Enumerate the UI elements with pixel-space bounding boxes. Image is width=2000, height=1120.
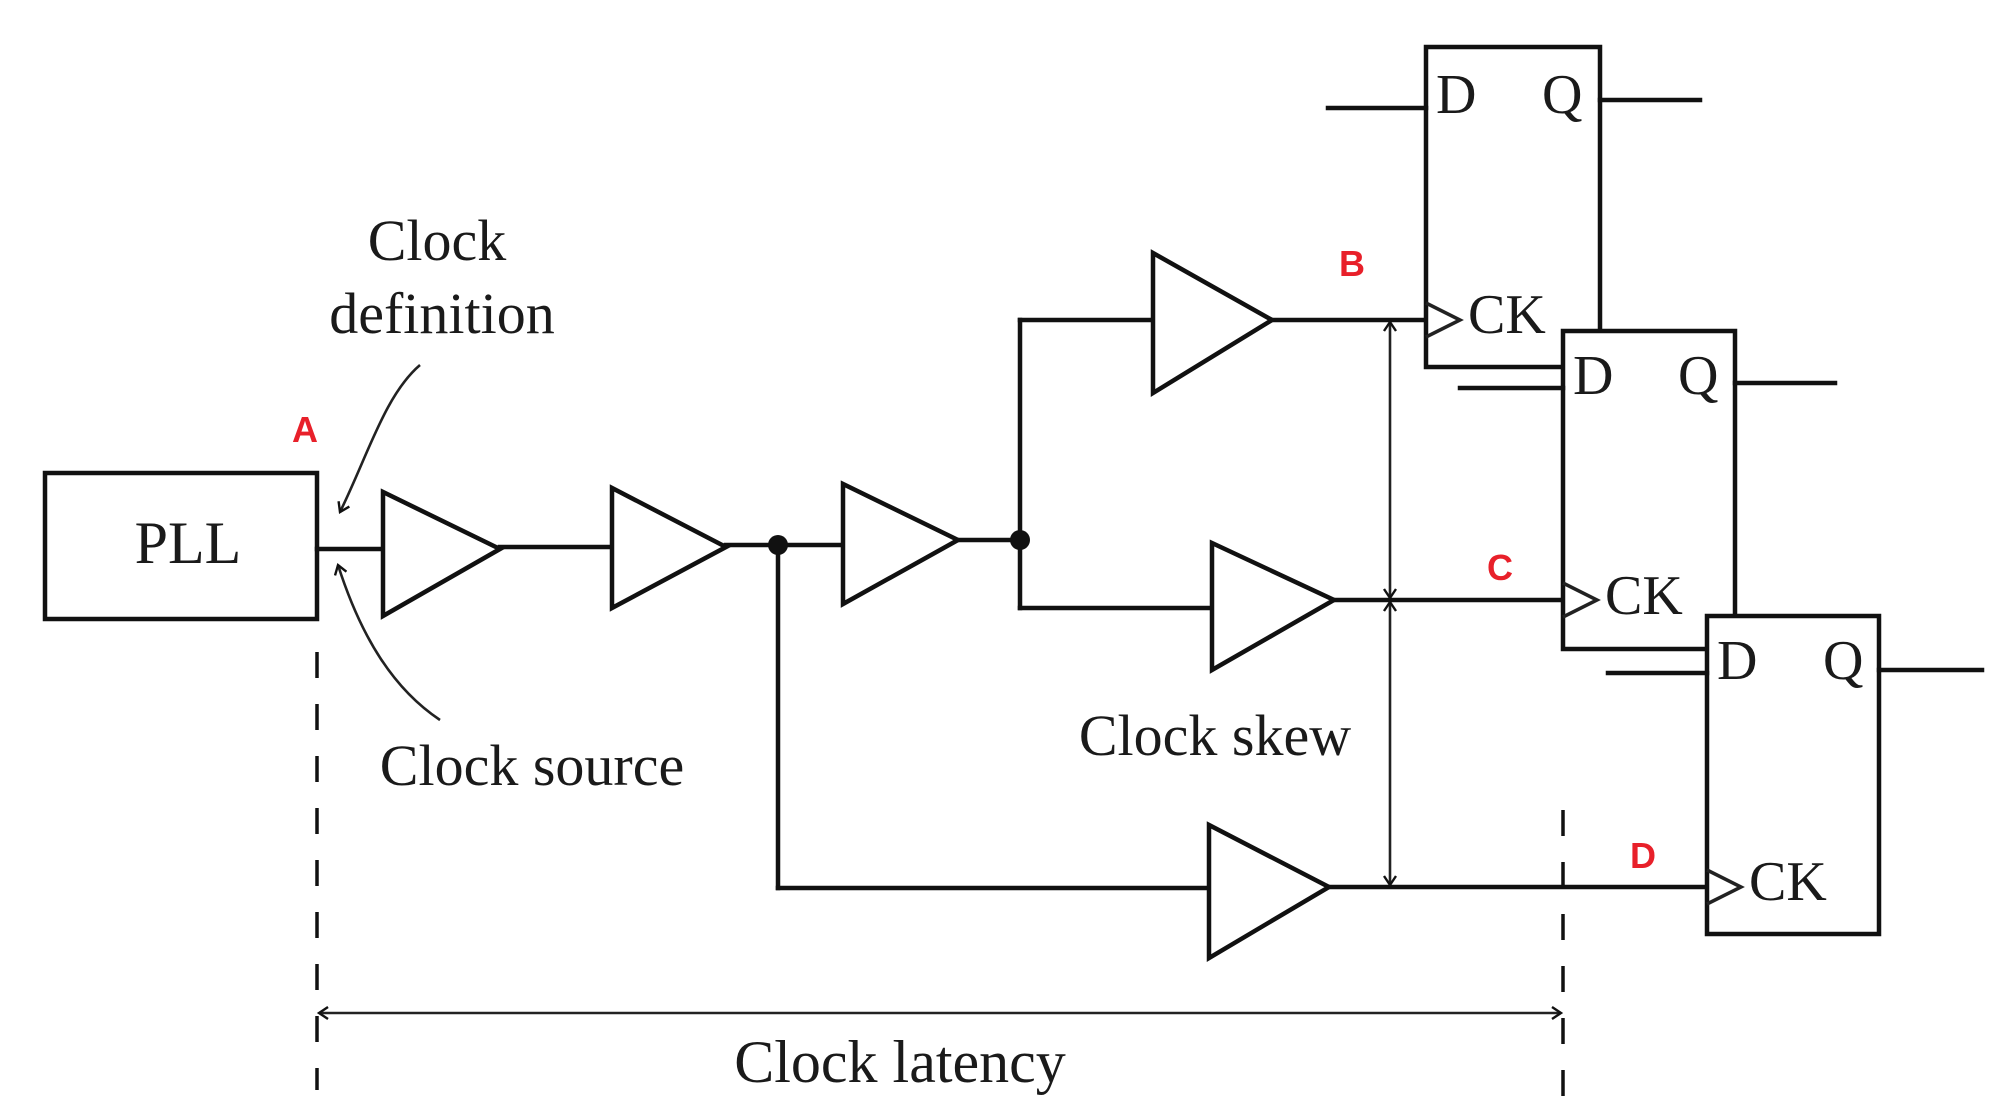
clock-latency-label: Clock latency	[734, 1029, 1066, 1095]
clock-buffer	[1209, 539, 1339, 674]
flip-flop-1: D Q CK	[1325, 44, 1703, 370]
flop-3-q-pin: Q	[1823, 630, 1863, 692]
junction-node	[1010, 530, 1030, 550]
flip-flop-2: D Q CK	[1457, 328, 1838, 652]
clock-trunk-wires	[314, 317, 1710, 891]
clock-buffer	[380, 488, 505, 620]
clock-buffer	[609, 484, 731, 612]
flop-1-d-pin: D	[1436, 64, 1476, 126]
point-a-label: A	[292, 409, 318, 450]
flop-2-q-pin: Q	[1678, 345, 1718, 407]
flop-3-ck-pin: CK	[1749, 851, 1827, 913]
flop-3-d-pin: D	[1717, 630, 1757, 692]
clock-definition-label-line1: Clock	[368, 208, 507, 273]
point-c-label: C	[1487, 547, 1513, 588]
clock-buffer	[840, 480, 963, 608]
clock-source-label: Clock source	[380, 733, 684, 798]
flop-1-ck-pin: CK	[1468, 284, 1546, 346]
pll-block	[42, 470, 320, 622]
flop-1-q-pin: Q	[1542, 64, 1582, 126]
clock-definition-pointer	[337, 364, 421, 514]
clock-definition-label-line2: definition	[329, 281, 555, 346]
clock-buffer	[1206, 821, 1334, 962]
flop-2-ck-pin: CK	[1605, 565, 1683, 627]
flip-flop-3: D Q CK	[1605, 613, 1985, 937]
clock-source-pointer	[333, 562, 441, 722]
point-b-label: B	[1339, 243, 1365, 284]
clock-skew-label: Clock skew	[1079, 703, 1351, 768]
flop-2-d-pin: D	[1573, 345, 1613, 407]
junction-node	[768, 535, 788, 555]
point-d-label: D	[1630, 835, 1656, 876]
clock-buffer	[1150, 249, 1277, 398]
pll-label: PLL	[135, 510, 242, 576]
